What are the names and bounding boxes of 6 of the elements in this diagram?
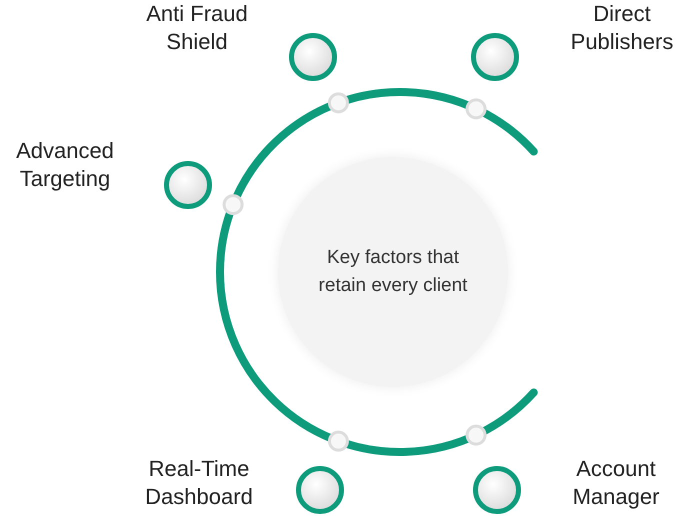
factor-label: Advanced Targeting xyxy=(15,137,115,193)
factor-label: Real-Time Dashboard xyxy=(144,455,254,511)
factor-label: Anti Fraud Shield xyxy=(145,0,249,56)
center-text: Key factors that retain every client xyxy=(318,246,468,298)
factor-label: Direct Publishers xyxy=(570,0,674,56)
factor-label: Account Manager xyxy=(572,455,660,511)
